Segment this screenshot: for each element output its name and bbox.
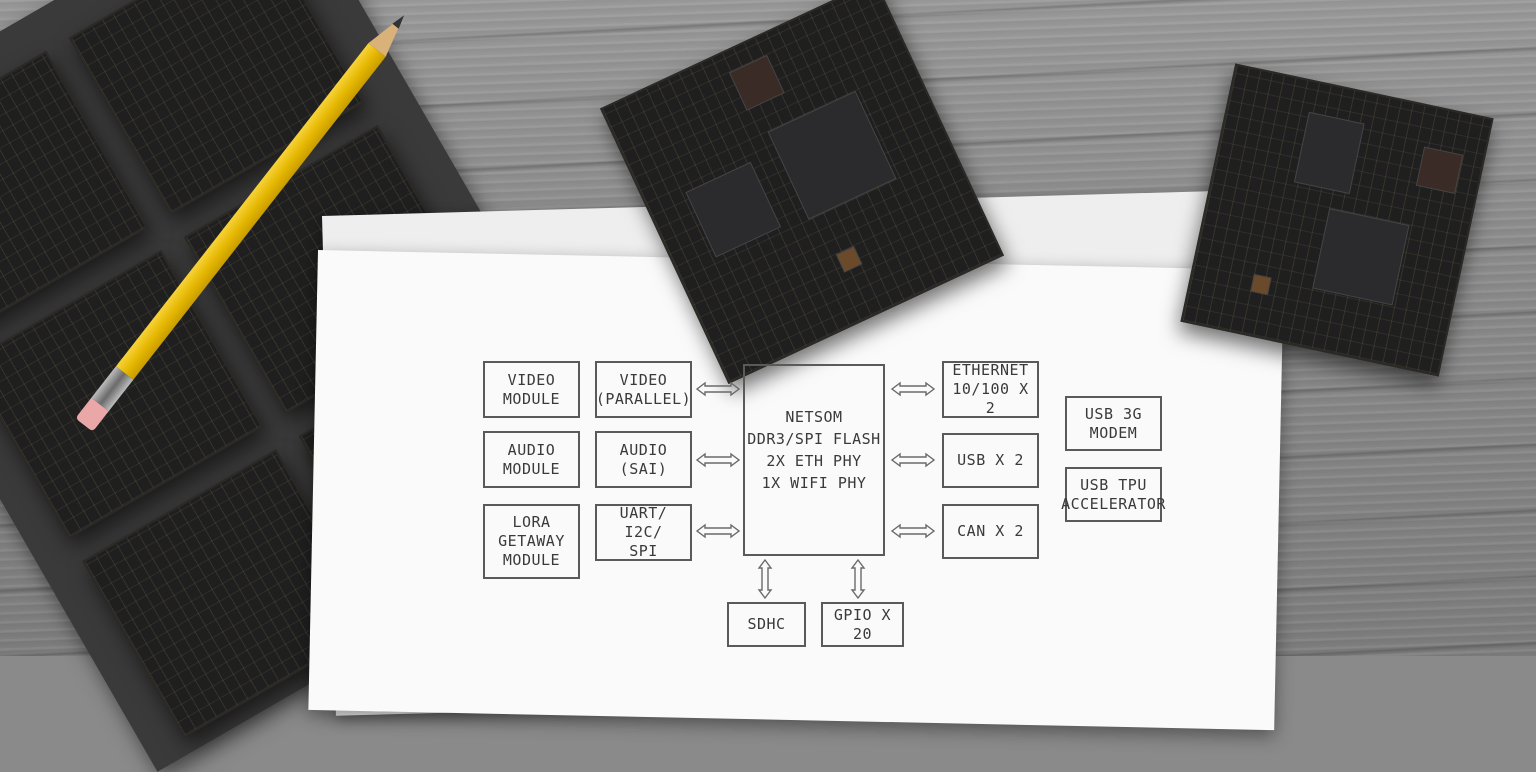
sdhc-box: SDHC xyxy=(727,602,806,647)
arrow-core-gpio xyxy=(850,558,866,600)
video-parallel-box: VIDEO (PARALLEL) xyxy=(595,361,692,418)
arrow-core-sdhc xyxy=(757,558,773,600)
arrow-video-core xyxy=(695,381,741,397)
netsom-core-box: NETSOM DDR3/SPI FLASH 2X ETH PHY 1X WIFI… xyxy=(743,364,885,556)
usb-3g-modem-box: USB 3G MODEM xyxy=(1065,396,1162,451)
arrow-uart-core xyxy=(695,523,741,539)
arrow-core-ethernet xyxy=(890,381,936,397)
arrow-core-usb xyxy=(890,452,936,468)
ethernet-box: ETHERNET 10/100 X 2 xyxy=(942,361,1039,418)
audio-module-box: AUDIO MODULE xyxy=(483,431,580,488)
arrow-core-can xyxy=(890,523,936,539)
usb-tpu-accelerator-box: USB TPU ACCELERATOR xyxy=(1061,467,1165,522)
gpio-box: GPIO X 20 xyxy=(821,602,904,647)
video-module-box: VIDEO MODULE xyxy=(483,361,580,418)
arrow-audio-core xyxy=(695,452,741,468)
uart-i2c-spi-box: UART/ I2C/ SPI xyxy=(595,504,692,561)
can-box: CAN X 2 xyxy=(942,504,1039,559)
audio-sai-box: AUDIO (SAI) xyxy=(595,431,692,488)
lora-gateway-module-box: LORA GETAWAY MODULE xyxy=(483,504,580,579)
usb-box: USB X 2 xyxy=(942,433,1039,488)
block-diagram: VIDEO MODULE AUDIO MODULE LORA GETAWAY M… xyxy=(483,361,1165,647)
